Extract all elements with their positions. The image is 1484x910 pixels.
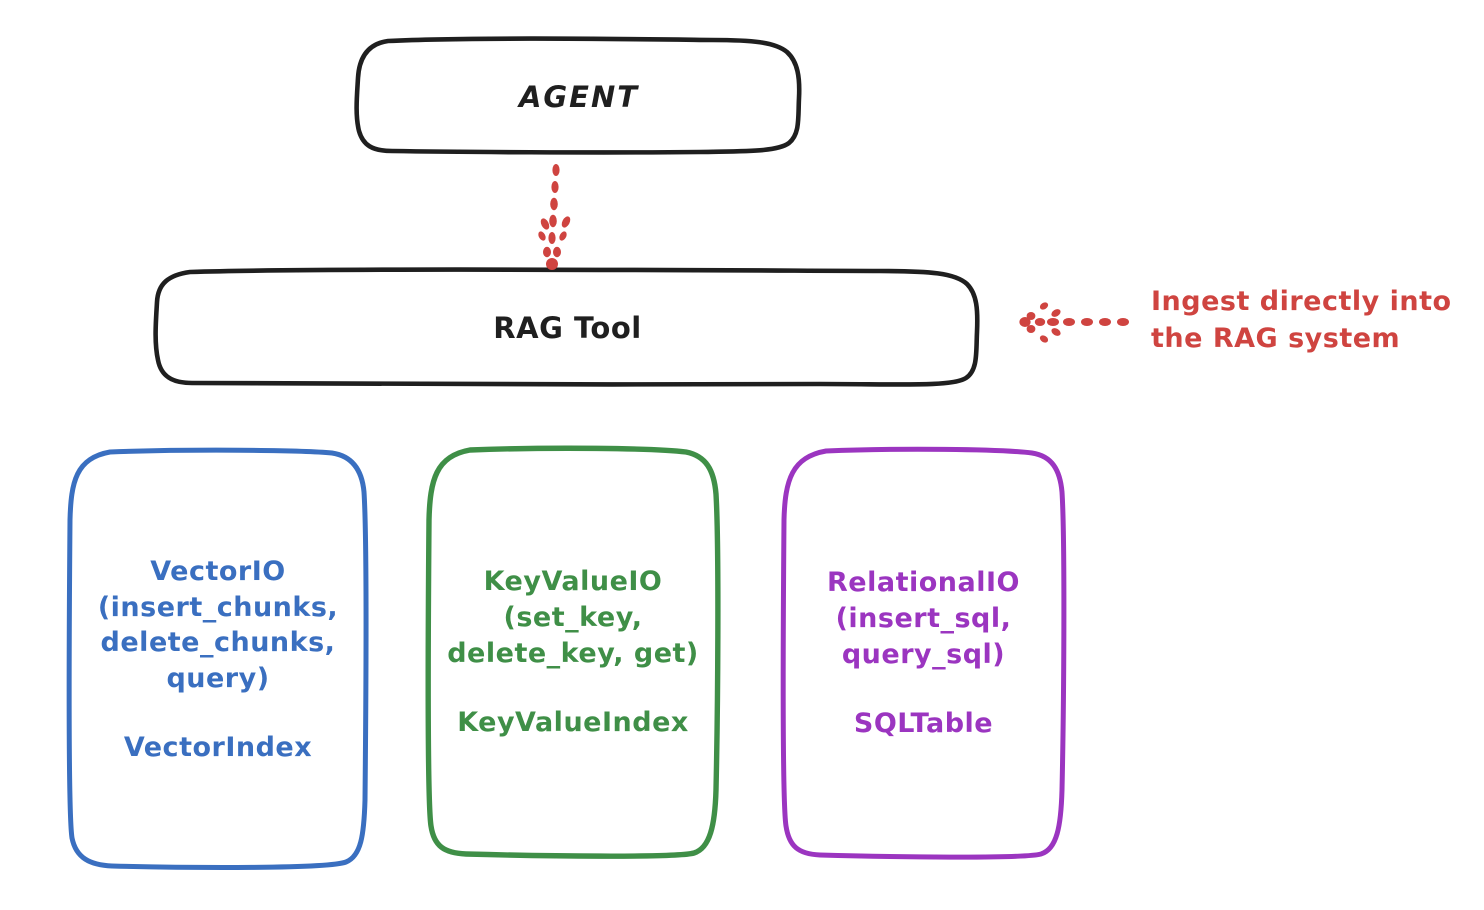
- agent-to-rag-connector: [538, 164, 571, 270]
- ingest-note-connector: [1019, 302, 1129, 343]
- rag-tool-label: RAG Tool: [493, 310, 642, 345]
- relational-io-index: SQLTable: [853, 708, 994, 740]
- relational-io-node[interactable]: RelationalIO (insert_sql, query_sql) SQL…: [784, 451, 1063, 856]
- vector-io-index: VectorIndex: [123, 732, 313, 764]
- vector-io-node[interactable]: VectorIO (insert_chunks, delete_chunks, …: [70, 452, 366, 868]
- agent-node[interactable]: AGENT: [358, 40, 800, 153]
- key-value-io-node[interactable]: KeyValueIO (set_key, delete_key, get) Ke…: [429, 450, 717, 855]
- relational-io-title: RelationalIO (insert_sql, query_sql): [827, 567, 1020, 670]
- key-value-io-index: KeyValueIndex: [457, 707, 689, 739]
- rag-tool-node[interactable]: RAG Tool: [157, 271, 978, 384]
- agent-label: AGENT: [518, 79, 640, 114]
- vector-io-title: VectorIO (insert_chunks, delete_chunks, …: [97, 555, 339, 694]
- ingest-note-annotation: Ingest directly into the RAG system: [1151, 286, 1452, 355]
- key-value-io-title: KeyValueIO (set_key, delete_key, get): [447, 566, 699, 669]
